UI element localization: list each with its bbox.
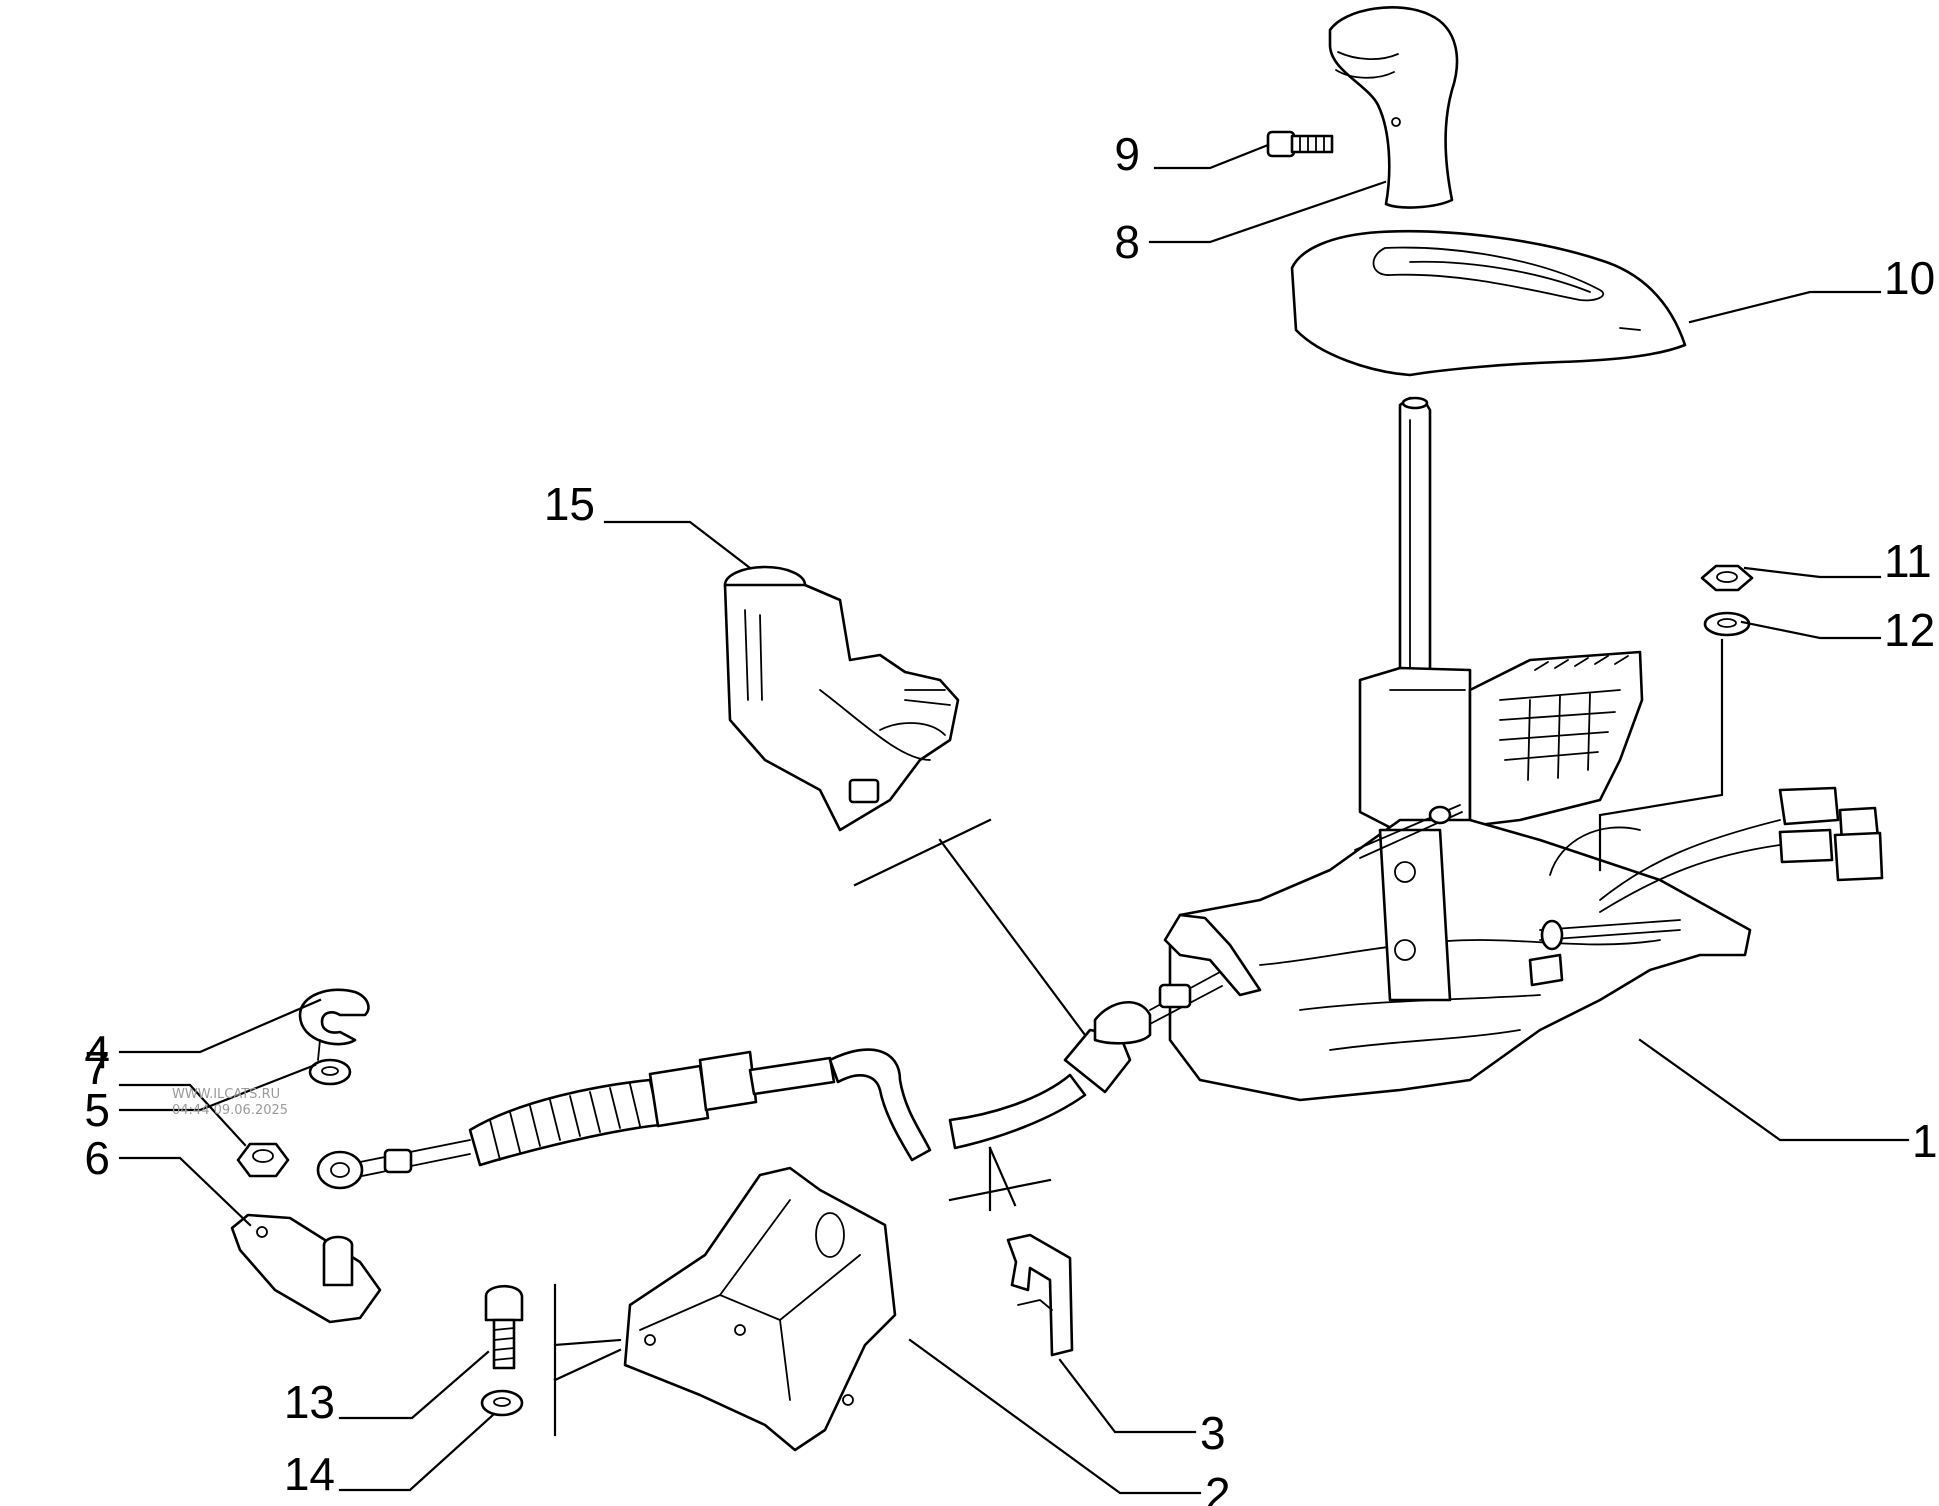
leader-12-to-assembly	[1598, 638, 1724, 872]
part-7-nut	[236, 1142, 290, 1178]
part-6-pin-bracket	[230, 1213, 382, 1324]
leader-15	[603, 520, 752, 570]
part-11-nut	[1700, 564, 1754, 592]
leader-lines	[118, 143, 1910, 1495]
callout-9: 9	[1114, 128, 1140, 180]
watermark: WWW.ILCATS.RU 04:44 09.06.2025	[172, 1087, 288, 1118]
leader-8	[1148, 180, 1387, 244]
part-12-washer	[1703, 611, 1751, 637]
part-4-clip	[298, 988, 370, 1061]
leader-9	[1153, 143, 1270, 170]
callout-6: 6	[84, 1132, 110, 1184]
callout-14: 14	[284, 1448, 335, 1500]
callout-11: 11	[1884, 535, 1932, 587]
callout-3: 3	[1200, 1407, 1226, 1459]
callout-10: 10	[1884, 252, 1935, 304]
part-5-washer	[308, 1058, 352, 1086]
callout-13: 13	[284, 1376, 335, 1428]
leader-4	[118, 998, 322, 1054]
control-cable	[316, 971, 1223, 1190]
leader-5	[118, 1063, 317, 1112]
part-9-screw	[1266, 130, 1334, 158]
leader-1	[1638, 1038, 1910, 1142]
leader-7	[118, 1083, 247, 1147]
leader-11	[1743, 566, 1882, 579]
callout-8: 8	[1114, 216, 1140, 268]
watermark-line-2: 04:44 09.06.2025	[172, 1103, 288, 1118]
leader-6	[118, 1156, 252, 1227]
part-10-console-cover	[1290, 229, 1687, 377]
callout-2: 2	[1205, 1468, 1231, 1506]
part-3-retaining-clip	[1006, 1233, 1074, 1357]
leader-12	[1740, 620, 1882, 640]
part-14-washer	[480, 1389, 524, 1417]
watermark-line-1: WWW.ILCATS.RU	[172, 1087, 280, 1102]
part-1-gear-selector	[1163, 396, 1884, 1102]
part-15-lock-switch	[723, 565, 960, 832]
break-marks	[553, 818, 1087, 1437]
callout-5: 5	[84, 1084, 110, 1136]
callout-12: 12	[1884, 604, 1935, 656]
callout-4: 4	[84, 1026, 110, 1078]
leader-2	[908, 1338, 1202, 1495]
leader-14	[338, 1412, 496, 1492]
leader-3	[1058, 1358, 1197, 1434]
callout-labels: 1 2 3 4 5 7 6 8 9 10 11 12 13 14 15	[84, 128, 1937, 1506]
part-2-mounting-bracket	[623, 1166, 897, 1452]
leader-13	[338, 1350, 490, 1420]
callout-15: 15	[544, 478, 595, 530]
leader-10	[1688, 290, 1882, 324]
callout-1: 1	[1912, 1115, 1938, 1167]
callout-7: 7	[84, 1042, 110, 1094]
part-13-bolt	[484, 1284, 524, 1370]
part-8-shift-knob	[1328, 6, 1459, 209]
